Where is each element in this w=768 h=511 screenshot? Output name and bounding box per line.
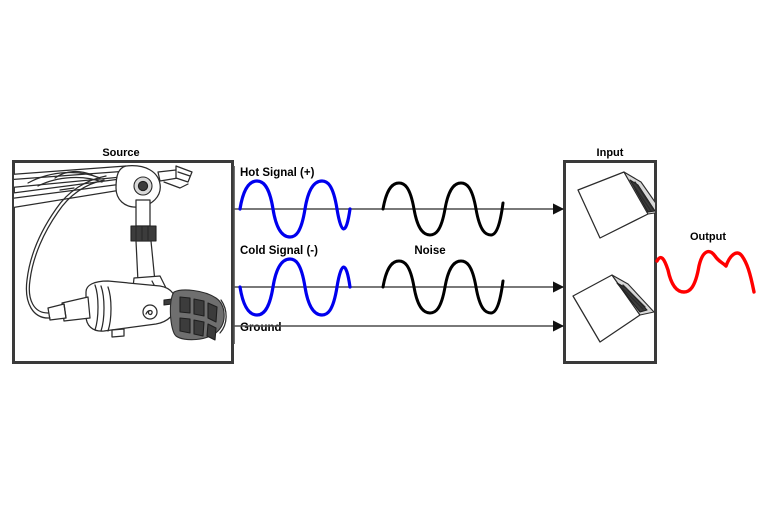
- input-connectors-illustration: [572, 171, 655, 343]
- source-panel-title: Source: [102, 147, 139, 159]
- noise-label: Noise: [414, 245, 445, 257]
- ground-label: Ground: [240, 322, 282, 334]
- hot-signal-label: Hot Signal (+): [240, 167, 315, 179]
- cold-signal-waveform: [238, 257, 352, 317]
- input-panel-title: Input: [597, 147, 624, 159]
- output-label: Output: [690, 231, 726, 243]
- hot-noise-waveform: [381, 181, 505, 237]
- cold-signal-label: Cold Signal (-): [240, 245, 318, 257]
- output-waveform: [655, 249, 756, 294]
- hot-signal-waveform: [238, 179, 352, 239]
- cold-noise-waveform: [381, 259, 505, 315]
- microphone-illustration: [14, 165, 227, 341]
